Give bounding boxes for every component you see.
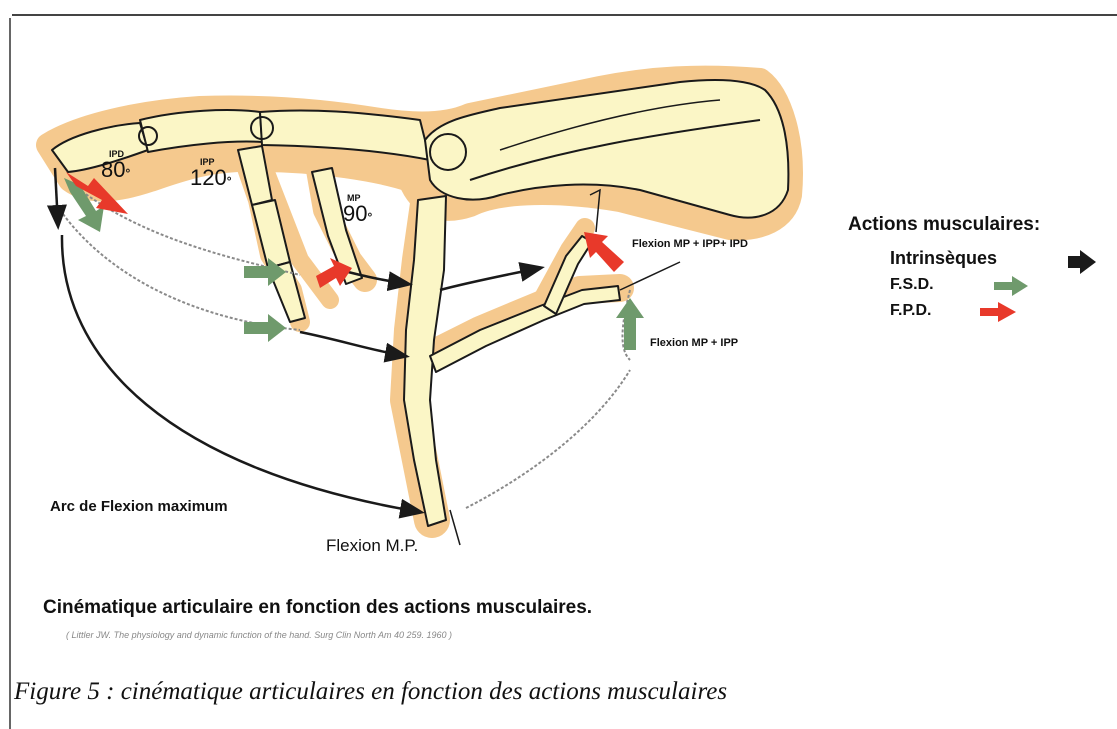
angle-mp-value: 90° <box>343 203 372 225</box>
legend-fsd-arrow <box>994 276 1028 296</box>
bones <box>52 80 788 526</box>
angle-ipd-number: 80 <box>101 157 125 182</box>
angle-mp: MP 90° <box>343 194 372 225</box>
legend-arrows <box>980 250 1096 322</box>
arrow-to-mp-bottom <box>300 332 405 356</box>
angle-ipp: IPP 120° <box>190 158 232 189</box>
angle-mp-number: 90 <box>343 201 367 226</box>
angle-ipp-number: 120 <box>190 165 227 190</box>
arrow-to-proximal-finger <box>440 268 540 290</box>
angle-ipd: IPD 80° <box>101 150 130 181</box>
legend-fpd-arrow <box>980 302 1016 322</box>
label-flexion-mp-ipp-ipd: Flexion MP + IPP+ IPD <box>632 238 748 250</box>
figure-caption: Figure 5 : cinématique articulaires en f… <box>14 678 727 706</box>
angle-ipd-value: 80° <box>101 159 130 181</box>
label-flexion-mp: Flexion M.P. <box>326 536 418 556</box>
legend-intrinseques-arrow <box>1068 250 1096 274</box>
diagram-caption: Cinématique articulaire en fonction des … <box>43 597 592 619</box>
label-flexion-mp-ipp: Flexion MP + IPP <box>650 337 738 349</box>
legend-intrinseques: Intrinsèques <box>890 248 997 269</box>
legend-fsd: F.S.D. <box>890 276 934 294</box>
legend-fpd: F.P.D. <box>890 302 932 320</box>
angle-ipp-value: 120° <box>190 167 232 189</box>
label-arc-flexion-maximum: Arc de Flexion maximum <box>50 498 228 515</box>
legend-title: Actions musculaires: <box>848 214 1040 236</box>
reference-citation: ( Littler JW. The physiology and dynamic… <box>66 630 452 640</box>
